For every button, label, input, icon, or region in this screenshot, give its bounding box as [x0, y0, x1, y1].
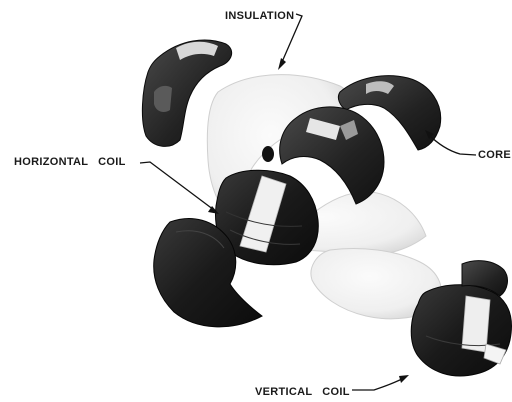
vertical-coil-label: VERTICAL COIL	[255, 386, 350, 398]
core-label: CORE	[478, 149, 511, 161]
insulation-label: INSULATION	[225, 10, 294, 22]
vertical-coil-arrowhead	[399, 375, 409, 383]
horizontal-coil-leader	[140, 162, 214, 210]
horizontal-coil-label: HORIZONTAL COIL	[14, 156, 126, 168]
vertical-coil-leader	[352, 378, 404, 390]
insulation-arrowhead	[278, 58, 286, 70]
